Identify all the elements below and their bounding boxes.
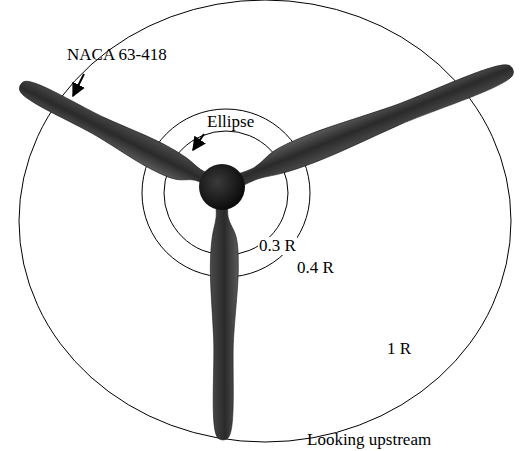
radius-label: 0.4 R bbox=[296, 259, 335, 277]
radius-label: 1 R bbox=[386, 340, 412, 358]
leader-arrow bbox=[73, 74, 84, 96]
radius-label: 0.3 R bbox=[258, 237, 297, 255]
leader-arrow bbox=[193, 134, 204, 150]
blade bbox=[210, 185, 239, 440]
ellipse-label: Ellipse bbox=[206, 113, 255, 131]
radius-circle-1r bbox=[19, 0, 511, 442]
blades bbox=[13, 54, 517, 440]
blade bbox=[13, 74, 229, 202]
blade bbox=[214, 54, 517, 198]
hub bbox=[199, 164, 245, 210]
airfoil-label: NACA 63-418 bbox=[66, 46, 168, 64]
view-note: Looking upstream bbox=[306, 431, 432, 449]
